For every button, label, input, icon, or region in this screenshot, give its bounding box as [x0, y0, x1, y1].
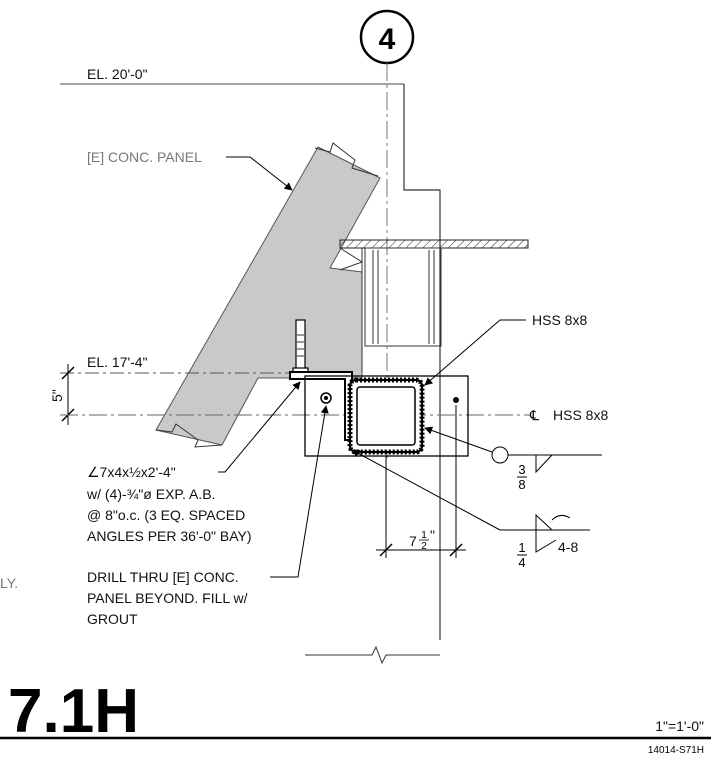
bottom-break-line [305, 645, 440, 665]
elevation-label-mid: EL. 17'-4" [87, 354, 148, 370]
dim-7-num: 1 [421, 530, 427, 541]
weld-bottom-num: 1 [518, 540, 525, 555]
sheet-number: 14014-S71H [648, 745, 704, 756]
dim-5-tick-top [61, 366, 75, 380]
weld-bottom-arrow [351, 449, 501, 531]
drill-note-line-2: PANEL BEYOND. FILL w/ [87, 590, 248, 606]
steel-angle [289, 371, 353, 441]
bolt-hole-right [453, 397, 459, 403]
panel-label: [E] CONC. PANEL [87, 149, 202, 165]
panel-leader [226, 156, 293, 191]
dim-5-label: 5" [49, 389, 65, 402]
angle-note-line-1: ∠7x4x½x2'-4" [87, 464, 176, 480]
scale-label: 1"=1'-0" [655, 718, 704, 734]
roof-deck [339, 239, 529, 249]
weld-all-around-circle [491, 446, 509, 464]
drill-note-line-1: DRILL THRU [E] CONC. [87, 569, 239, 585]
weld-bottom-den: 4 [518, 555, 525, 570]
dim-7-tick-right [449, 543, 463, 557]
weld-top-num: 3 [518, 462, 525, 477]
dim-7-inch: " [430, 527, 435, 543]
angle-leader [218, 381, 301, 473]
drill-leader [270, 405, 329, 578]
weld-field-flag [535, 530, 557, 553]
weld-top-arrow [424, 426, 493, 453]
hss-label: HSS 8x8 [532, 312, 587, 328]
angle-note-line-4: ANGLES PER 36'-0" BAY) [87, 528, 252, 544]
hss-cl-symbol: ℄ [529, 407, 539, 423]
ly-fragment: LY. [0, 575, 18, 591]
weld-fillet-bottom [535, 513, 553, 531]
panel-break-bottom [155, 423, 223, 448]
dim-7-whole: 7 [409, 533, 417, 549]
bolt-hole-left-dot [324, 396, 328, 400]
hss-weld-hatch [347, 377, 425, 455]
angle-note-line-2: w/ (4)-¾"ø EXP. A.B. [86, 486, 215, 502]
grid-number: 4 [379, 23, 396, 56]
panel-break-top [314, 142, 379, 177]
hss-cl-label: HSS 8x8 [553, 407, 608, 423]
angle-note-line-3: @ 8"o.c. (3 EQ. SPACED [87, 507, 245, 523]
anchor-bolt [295, 319, 306, 376]
weld-bottom-pitch: 4-8 [558, 539, 578, 555]
existing-wall-outline [403, 84, 441, 640]
weld-top-den: 8 [518, 477, 525, 492]
dim-7-den: 2 [421, 541, 427, 552]
joist-block [364, 247, 442, 347]
dim-7-tick-left [379, 543, 393, 557]
drill-note-line-3: GROUT [87, 611, 138, 627]
detail-title: 7.1H [8, 677, 139, 746]
weld-fillet-top [535, 454, 553, 474]
weld-tail [551, 514, 571, 521]
hss-tube-inner [356, 386, 416, 446]
elevation-label-top: EL. 20'-0" [87, 66, 148, 82]
joist-bracing [339, 247, 364, 271]
hss-leader [424, 319, 526, 386]
